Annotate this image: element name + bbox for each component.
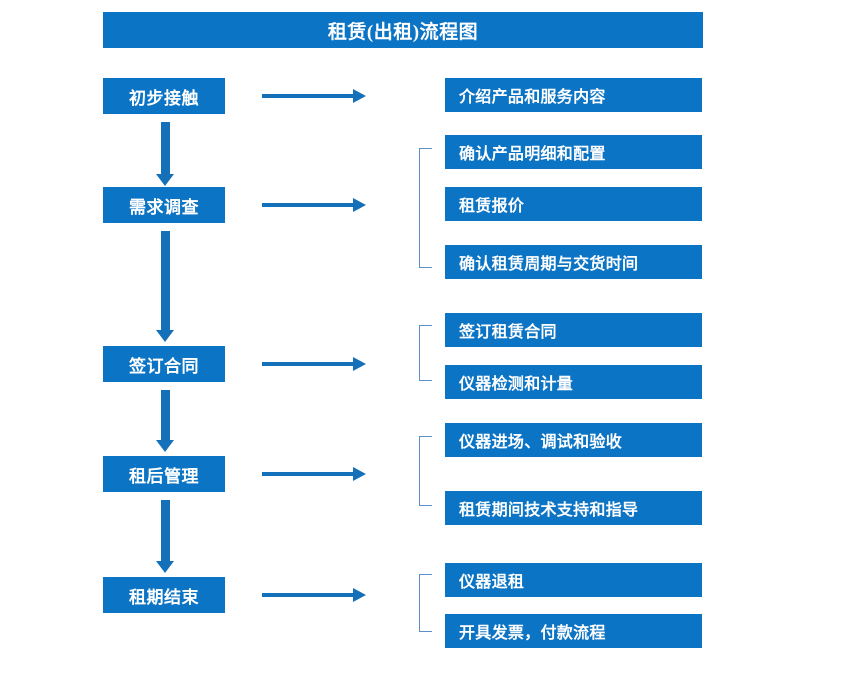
stage-box-needs-survey[interactable]: 需求调查 <box>103 187 225 223</box>
detail-box-confirm-product-details[interactable]: 确认产品明细和配置 <box>445 135 702 169</box>
group-bracket-sign-contract <box>419 325 432 381</box>
detail-box-technical-support[interactable]: 租赁期间技术支持和指导 <box>445 491 702 525</box>
detail-box-confirm-lease-period[interactable]: 确认租赁周期与交货时间 <box>445 245 702 279</box>
stage-box-post-rental-management[interactable]: 租后管理 <box>103 456 225 492</box>
flowchart-title: 租赁(出租)流程图 <box>103 12 703 48</box>
horizontal-arrow-3 <box>262 356 366 371</box>
vertical-arrow-3 <box>156 390 174 452</box>
detail-box-instrument-entry-commissioning[interactable]: 仪器进场、调试和验收 <box>445 423 702 457</box>
group-bracket-needs-survey <box>419 148 432 268</box>
detail-box-instrument-inspection[interactable]: 仪器检测和计量 <box>445 365 702 399</box>
horizontal-arrow-5 <box>262 587 366 602</box>
vertical-arrow-4 <box>156 500 174 573</box>
detail-box-sign-lease-contract[interactable]: 签订租赁合同 <box>445 313 702 347</box>
stage-box-sign-contract[interactable]: 签订合同 <box>103 346 225 382</box>
horizontal-arrow-1 <box>262 88 366 103</box>
vertical-arrow-2 <box>156 231 174 342</box>
detail-box-rental-quotation[interactable]: 租赁报价 <box>445 187 702 221</box>
detail-box-instrument-return[interactable]: 仪器退租 <box>445 563 702 597</box>
horizontal-arrow-2 <box>262 197 366 212</box>
stage-box-lease-end[interactable]: 租期结束 <box>103 577 225 613</box>
horizontal-arrow-4 <box>262 466 366 481</box>
vertical-arrow-1 <box>156 122 174 186</box>
group-bracket-lease-end <box>419 574 432 632</box>
stage-box-initial-contact[interactable]: 初步接触 <box>103 78 225 114</box>
group-bracket-post-rental-management <box>419 436 432 506</box>
detail-box-invoice-payment[interactable]: 开具发票，付款流程 <box>445 614 702 648</box>
detail-box-introduce-products[interactable]: 介绍产品和服务内容 <box>445 78 702 112</box>
